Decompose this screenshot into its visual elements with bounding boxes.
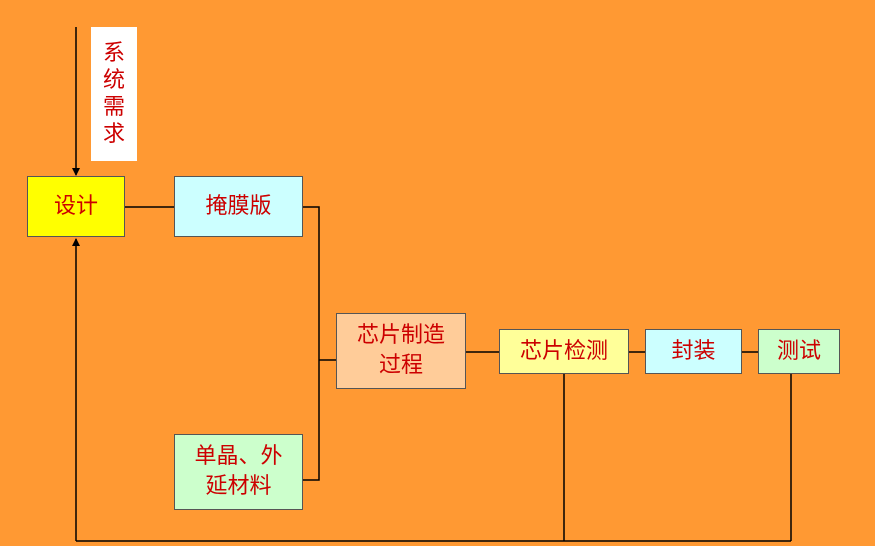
system-requirements-label: 系统需求 xyxy=(91,27,137,161)
mask-box: 掩膜版 xyxy=(174,176,303,237)
materials-to-fab-line xyxy=(303,360,320,481)
wafer-materials-box: 单晶、外 延材料 xyxy=(174,434,303,510)
chip-inspection-box: 芯片检测 xyxy=(499,329,629,374)
design-box: 设计 xyxy=(27,176,125,237)
packaging-box: 封装 xyxy=(645,329,742,374)
testing-box: 测试 xyxy=(758,329,840,374)
mask-to-fab-line xyxy=(303,206,320,360)
chip-fabrication-box: 芯片制造 过程 xyxy=(336,313,466,389)
